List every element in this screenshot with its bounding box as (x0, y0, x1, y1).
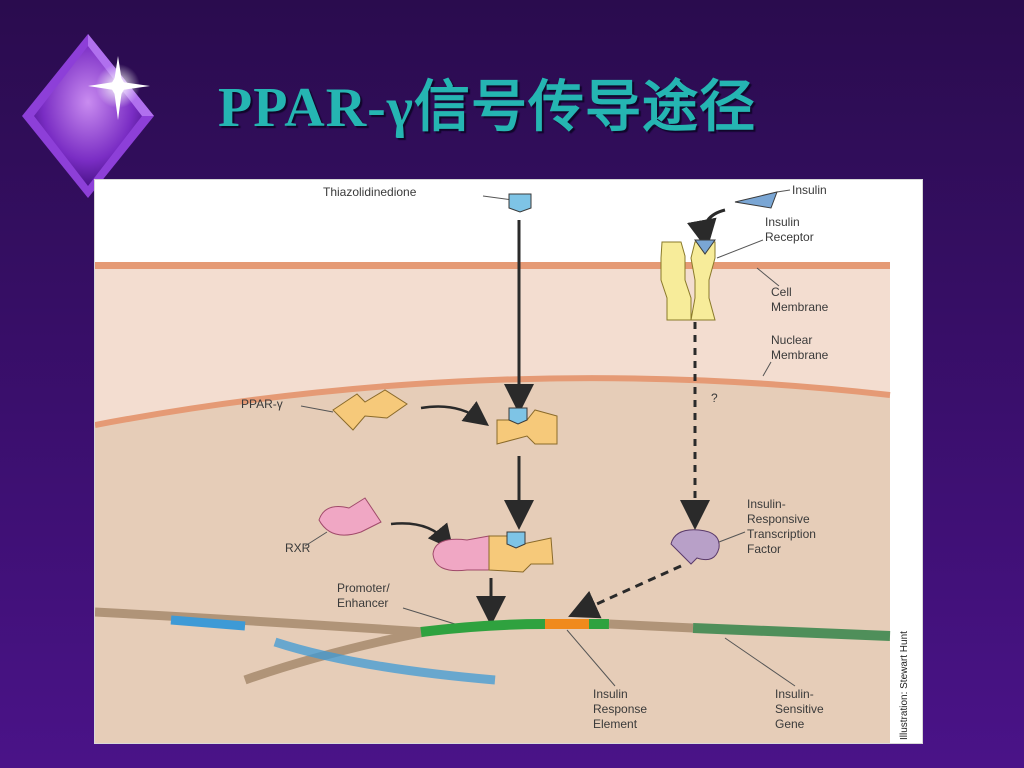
insulin-binding-arrow (687, 208, 726, 250)
irtf-label-2: Responsive (747, 512, 810, 526)
ppar-pathway-figure: Thiazolidinedione Insulin Insulin Recept… (95, 180, 922, 743)
irtf-to-ire-dashed-arrow (568, 564, 682, 619)
thiazolidinedione-label: Thiazolidinedione (323, 185, 417, 199)
dna-strand (95, 607, 891, 685)
ire-leader (566, 629, 616, 687)
nuclear-membrane (95, 375, 891, 428)
question-mark: ? (711, 391, 718, 405)
ire-label-3: Element (593, 717, 638, 731)
isg-leader (724, 637, 796, 687)
ppar-drug-complex (496, 407, 558, 445)
cell-membrane (95, 262, 890, 269)
rxr-leader (304, 531, 328, 547)
star-diamond-logo (22, 34, 154, 198)
promoter-label-1: Promoter/ (337, 581, 390, 595)
rxr-free (318, 497, 382, 536)
ppar-gamma-leader (300, 405, 334, 413)
rxr-ppar-heterodimer (432, 531, 554, 573)
rxr-binding-arrow (390, 522, 454, 550)
isg-label-2: Sensitive (775, 702, 824, 716)
isg-label-1: Insulin- (775, 687, 814, 701)
insulin-receptor-leader (716, 239, 764, 259)
illustration-credit: Illustration: Stewart Hunt (899, 631, 910, 740)
nuclear-membrane-label-1: Nuclear (771, 333, 812, 347)
insulin-label: Insulin (792, 183, 827, 197)
insulin-receptor-label-2: Receptor (765, 230, 814, 244)
slide-title: PPAR-γ信号传导途径 (218, 77, 756, 139)
irtf-leader (718, 531, 746, 543)
thiazolidinedione-molecule (508, 193, 532, 213)
pathway-diagram: Thiazolidinedione Insulin Insulin Recept… (95, 183, 910, 743)
cell-membrane-leader (756, 267, 780, 287)
isg-label-3: Gene (775, 717, 805, 731)
insulin-responsive-transcription-factor (670, 529, 720, 565)
ire-label-1: Insulin (593, 687, 628, 701)
cell-membrane-label-2: Membrane (771, 300, 829, 314)
insulin-molecule (734, 191, 778, 209)
promoter-label-2: Enhancer (337, 596, 388, 610)
ppar-gamma-label: PPAR-γ (241, 397, 283, 411)
nuclear-membrane-leader (762, 361, 772, 377)
ire-label-2: Response (593, 702, 647, 716)
irtf-label-3: Transcription (747, 527, 816, 541)
insulin-receptor-label-1: Insulin (765, 215, 800, 229)
rxr-label: RXR (285, 541, 311, 555)
insulin-receptor (660, 239, 716, 321)
nuclear-membrane-label-2: Membrane (771, 348, 829, 362)
irtf-label-4: Factor (747, 542, 781, 556)
thiazolidinedione-leader (482, 195, 514, 201)
promoter-leader (402, 607, 456, 625)
ppar-gamma-free (332, 389, 408, 431)
insulin-leader (776, 189, 791, 193)
irtf-label-1: Insulin- (747, 497, 786, 511)
cell-membrane-label-1: Cell (771, 285, 792, 299)
ppar-binding-arrow (420, 401, 490, 426)
